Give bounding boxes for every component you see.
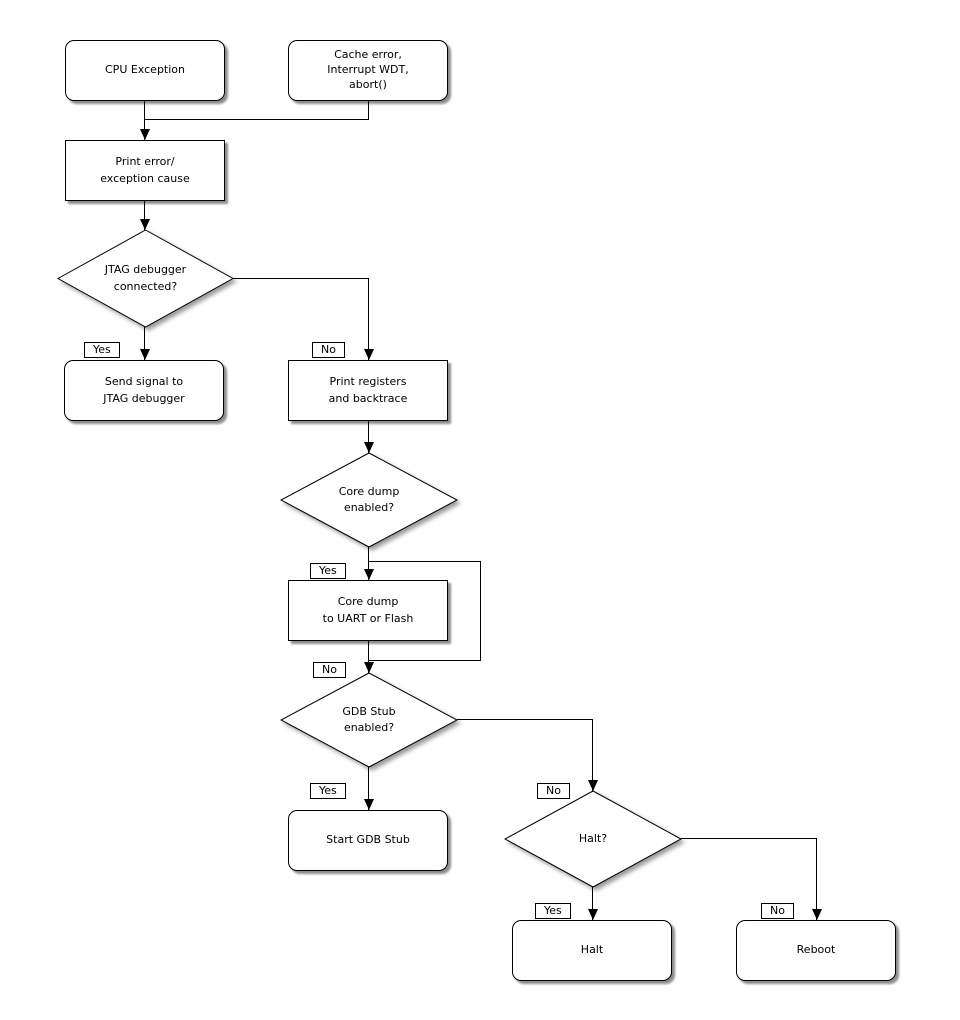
diamond-shape [57,229,234,328]
arrowhead [140,129,150,140]
connector-coredump-to-gdbq [368,640,369,673]
node-send-signal: Send signal to JTAG debugger [64,360,224,421]
connector-haltq-yes [592,887,593,920]
node-label: Core dump enabled? [338,484,400,515]
connector-bypass-down [480,561,481,661]
edge-label-gdb-yes: Yes [310,783,346,799]
node-reboot: Reboot [736,920,896,981]
connector-gdbq-no-v [592,719,593,791]
diamond-shape [280,452,458,548]
node-core-dump: Core dump to UART or Flash [288,580,448,641]
arrowhead [364,349,374,360]
connector-haltq-no-v [816,838,817,920]
connector-cpu-to-print [144,100,145,140]
node-label: Reboot [796,943,836,957]
node-label: Core dump to UART or Flash [322,595,414,625]
arrowhead [140,219,150,230]
edge-label-coredump-yes: Yes [310,563,346,579]
connector-gdbq-yes [368,767,369,810]
connector-jtag-no-v [368,278,369,360]
node-halt-question: Halt? [504,790,682,888]
node-gdb-stub-enabled: GDB Stub enabled? [280,672,458,768]
node-core-dump-enabled: Core dump enabled? [280,452,458,548]
arrowhead [364,569,374,580]
edge-label-halt-no: No [761,903,794,919]
node-print-registers: Print registers and backtrace [288,360,448,421]
node-cache-error: Cache error, Interrupt WDT, abort() [288,40,448,101]
node-label: Print error/ exception cause [100,155,190,185]
node-label: Halt? [578,831,608,845]
node-jtag-connected: JTAG debugger connected? [57,229,234,328]
edge-label-jtag-no: No [312,342,345,358]
edge-label-coredump-no: No [313,662,346,678]
connector-bypass-out [368,561,481,562]
arrowhead [588,780,598,791]
connector-coredumpq-yes [368,547,369,580]
node-label: Halt [580,943,604,957]
connector-haltq-no-h [681,838,817,839]
node-label: Print registers and backtrace [328,375,408,405]
node-start-gdb-stub: Start GDB Stub [288,810,448,871]
arrowhead [364,662,374,673]
connector-jtag-yes [144,327,145,360]
edge-label-jtag-yes: Yes [84,342,120,358]
arrowhead [140,349,150,360]
connector-registers-to-coredumpq [368,420,369,453]
edge-label-halt-yes: Yes [535,903,571,919]
connector-print-to-jtag [144,200,145,230]
node-halt: Halt [512,920,672,981]
node-label: CPU Exception [105,63,185,77]
diamond-shape [280,672,458,768]
connector-bypass-back [368,660,481,661]
arrowhead [364,442,374,453]
node-label: Cache error, Interrupt WDT, abort() [327,48,409,91]
arrowhead [364,799,374,810]
connector-cache-down [368,100,369,120]
diamond-shape [504,790,682,888]
node-label: Send signal to JTAG debugger [103,375,185,405]
node-label: Start GDB Stub [326,833,410,847]
arrowhead [812,909,822,920]
connector-gdbq-no-h [457,719,593,720]
node-label: JTAG debugger connected? [104,263,187,293]
node-print-error: Print error/ exception cause [65,140,225,201]
node-cpu-exception: CPU Exception [65,40,225,101]
connector-cache-join [144,119,369,120]
connector-jtag-no-h [233,278,369,279]
edge-label-gdb-no: No [537,783,570,799]
arrowhead [588,909,598,920]
node-label: GDB Stub enabled? [342,704,396,735]
